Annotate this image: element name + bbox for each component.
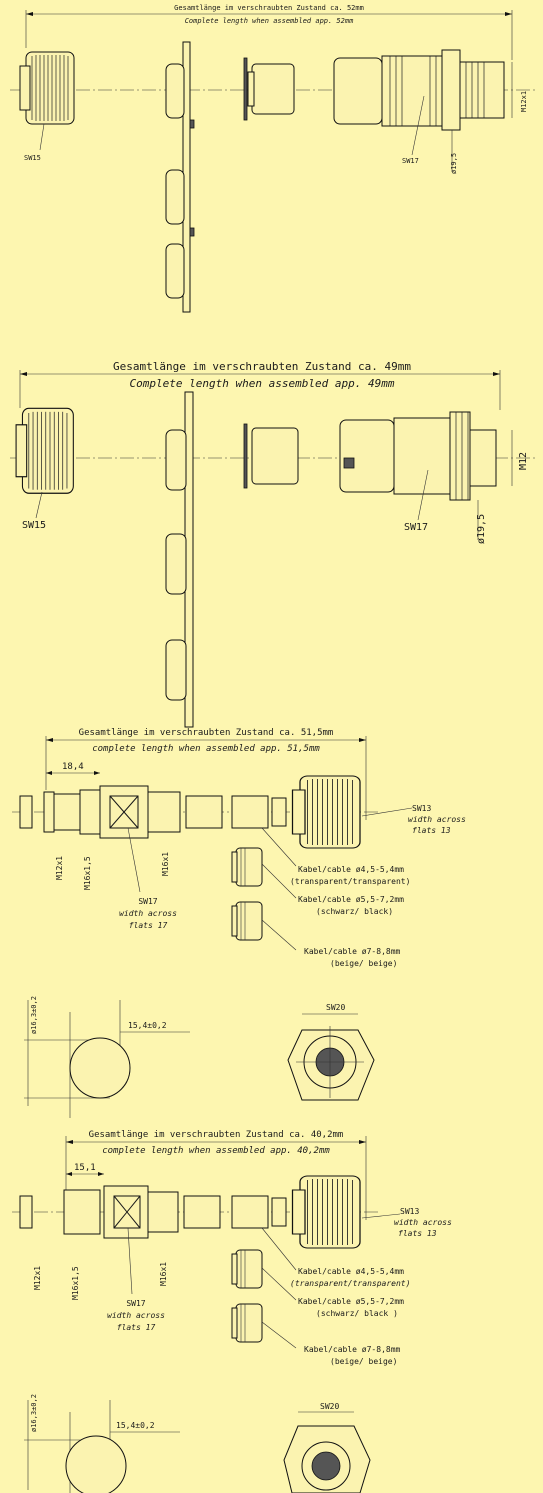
view-4-title-en: complete length when assembled app. 40,2… (102, 1146, 330, 1156)
view-3-sw-body: SW17 (138, 897, 157, 906)
view-1-diameter: ø19,5 (450, 153, 458, 174)
side-view-nut (69, 1037, 131, 1099)
view-4-sw-nut-en1: width across (394, 1218, 452, 1227)
view-3-cable2-a: Kabel/cable ø5,5-7,2mm (298, 895, 404, 904)
contact-insert (251, 63, 295, 115)
view-3-thread-m16b: M16x1 (161, 852, 170, 876)
view-3-cable2-b: (schwarz/ black) (316, 907, 393, 916)
view-3-sw-body-en1: width across (119, 909, 177, 918)
view-4-cable1-a: Kabel/cable ø4,5-5,4mm (298, 1267, 404, 1276)
cable-seal (231, 847, 263, 887)
view-1-sw-body: SW17 (402, 157, 419, 165)
view-4-cable3-b: (beige/ beige) (330, 1357, 397, 1366)
view-3-dim-front: 18,4 (62, 762, 84, 772)
view-1-sw-nut: SW15 (24, 154, 41, 162)
view-3-sw-nut: SW13 (412, 804, 431, 813)
knurled-nut (291, 775, 361, 849)
view-1-thread: M12x1 (520, 91, 528, 112)
knurled-nut (15, 407, 74, 494)
view-4-title-de: Gesamtlänge im verschraubten Zustand ca.… (89, 1130, 344, 1140)
view-4-sw-body: SW17 (126, 1299, 145, 1308)
view-3-thread-m12: M12x1 (55, 856, 64, 880)
view-2-thread: M12 (518, 452, 529, 470)
side-view-nut (65, 1435, 127, 1493)
view-3-cable1-b: (transparent/transparent) (290, 877, 410, 886)
view-3-sw-end: SW20 (326, 1003, 345, 1012)
view-4-cable3-a: Kabel/cable ø7-8,8mm (304, 1345, 401, 1354)
knurled-nut (19, 51, 75, 125)
view-3-sw-nut-en2: flats 13 (412, 826, 451, 835)
connector-body (339, 419, 395, 493)
view-4-exploded-40-2mm: Gesamtlänge im verschraubten Zustand ca.… (12, 1130, 452, 1493)
view-3-thread-m16: M16x1,5 (83, 856, 92, 890)
view-2-sw-nut: SW15 (22, 520, 46, 531)
view-1-title-en: Complete length when assembled app. 52mm (185, 17, 354, 25)
view-3-sw-body-en2: flats 17 (129, 921, 168, 930)
contact-insert (183, 1195, 221, 1229)
cable-seal (231, 901, 263, 941)
view-4-sw-body-en2: flats 17 (117, 1323, 156, 1332)
view-3-title-de: Gesamtlänge im verschraubten Zustand ca.… (79, 728, 334, 738)
view-3-sw-nut-en1: width across (408, 815, 466, 824)
view-1-exploded-52mm: Gesamtlänge im verschraubten Zustand ca.… (10, 4, 535, 313)
view-1-title-de: Gesamtlänge im verschraubten Zustand ca.… (174, 4, 364, 12)
view-2-sw-body: SW17 (404, 522, 428, 533)
view-4-thread-m16: M16x1,5 (71, 1266, 80, 1300)
view-3-title-en: complete length when assembled app. 51,5… (92, 744, 320, 754)
view-4-dim-front: 15,1 (74, 1163, 96, 1173)
view-4-cable1-b: (transparent/transparent) (290, 1279, 410, 1288)
view-2-title-en: Complete length when assembled app. 49mm (130, 377, 395, 390)
view-4-dia-side: ø16,3±0,2 (30, 1394, 38, 1432)
view-4-sw-nut-en2: flats 13 (398, 1229, 437, 1238)
cable-seal (231, 1249, 263, 1289)
view-4-thread-m16b: M16x1 (159, 1262, 168, 1286)
view-4-thread-m12: M12x1 (33, 1266, 42, 1290)
view-4-sw-end: SW20 (320, 1402, 339, 1411)
view-3-len-side: 15,4±0,2 (128, 1021, 167, 1030)
knurled-nut (291, 1175, 361, 1249)
contact-insert (251, 427, 299, 485)
view-2-title-de: Gesamtlänge im verschraubten Zustand ca.… (113, 360, 411, 373)
view-3-cable3-a: Kabel/cable ø7-8,8mm (304, 947, 401, 956)
view-3-dia-side: ø16,3±0,2 (30, 996, 38, 1034)
connector-body (333, 57, 383, 125)
view-3-exploded-51-5mm: Gesamtlänge im verschraubten Zustand ca.… (12, 728, 466, 1118)
view-4-cable2-b: (schwarz/ black ) (316, 1309, 398, 1318)
view-4-sw-nut: SW13 (400, 1207, 419, 1216)
contact-insert (185, 795, 223, 829)
cable-seal (231, 1303, 263, 1343)
view-4-len-side: 15,4±0,2 (116, 1421, 155, 1430)
view-4-sw-body-en1: width across (107, 1311, 165, 1320)
view-3-cable3-b: (beige/ beige) (330, 959, 397, 968)
view-2-diameter: ø19,5 (476, 514, 487, 544)
view-3-cable1-a: Kabel/cable ø4,5-5,4mm (298, 865, 404, 874)
view-4-cable2-a: Kabel/cable ø5,5-7,2mm (298, 1297, 404, 1306)
view-2-exploded-49mm: Gesamtlänge im verschraubten Zustand ca.… (10, 360, 535, 728)
